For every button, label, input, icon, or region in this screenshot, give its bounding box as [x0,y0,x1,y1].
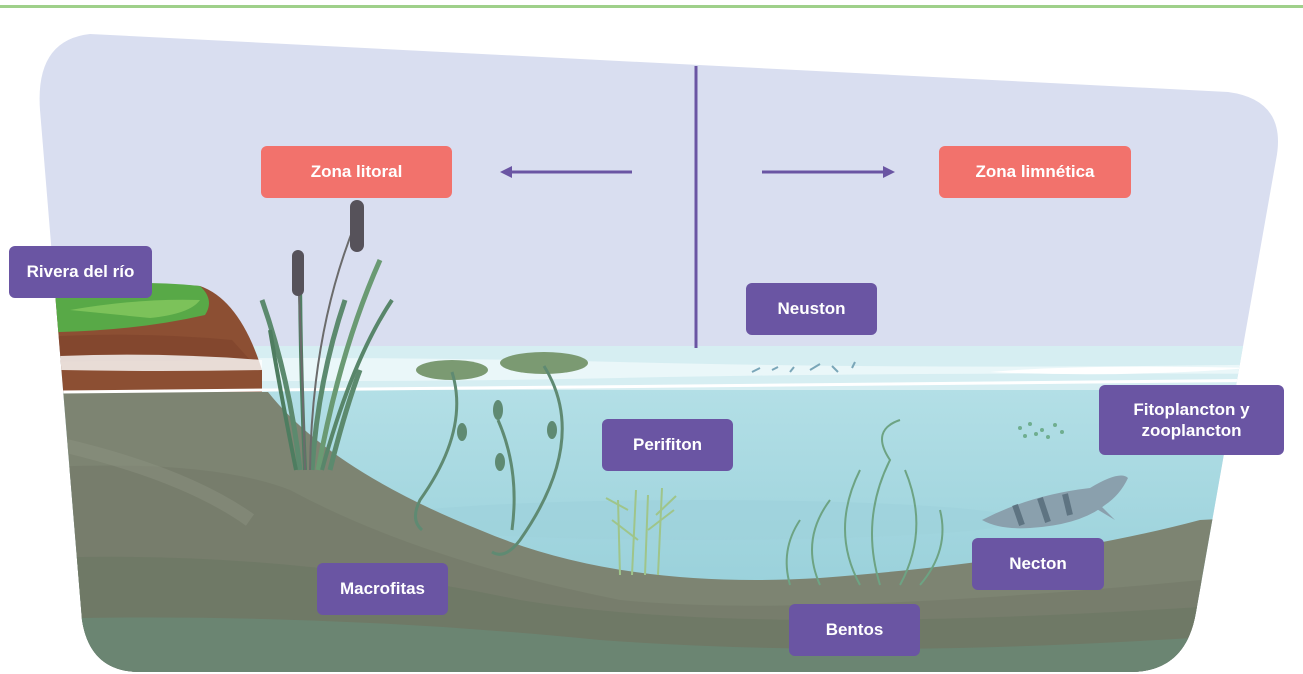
fitoplancton-label: Fitoplancton y zooplancton [1099,385,1284,455]
zone-limnetica-label: Zona limnética [939,146,1131,198]
zone-litoral-label: Zona litoral [261,146,452,198]
neuston-label: Neuston [746,283,877,335]
necton-label: Necton [972,538,1104,590]
bentos-label: Bentos [789,604,920,656]
macrofitas-label: Macrofitas [317,563,448,615]
perifiton-label: Perifiton [602,419,733,471]
rivera-label: Rivera del río [9,246,152,298]
